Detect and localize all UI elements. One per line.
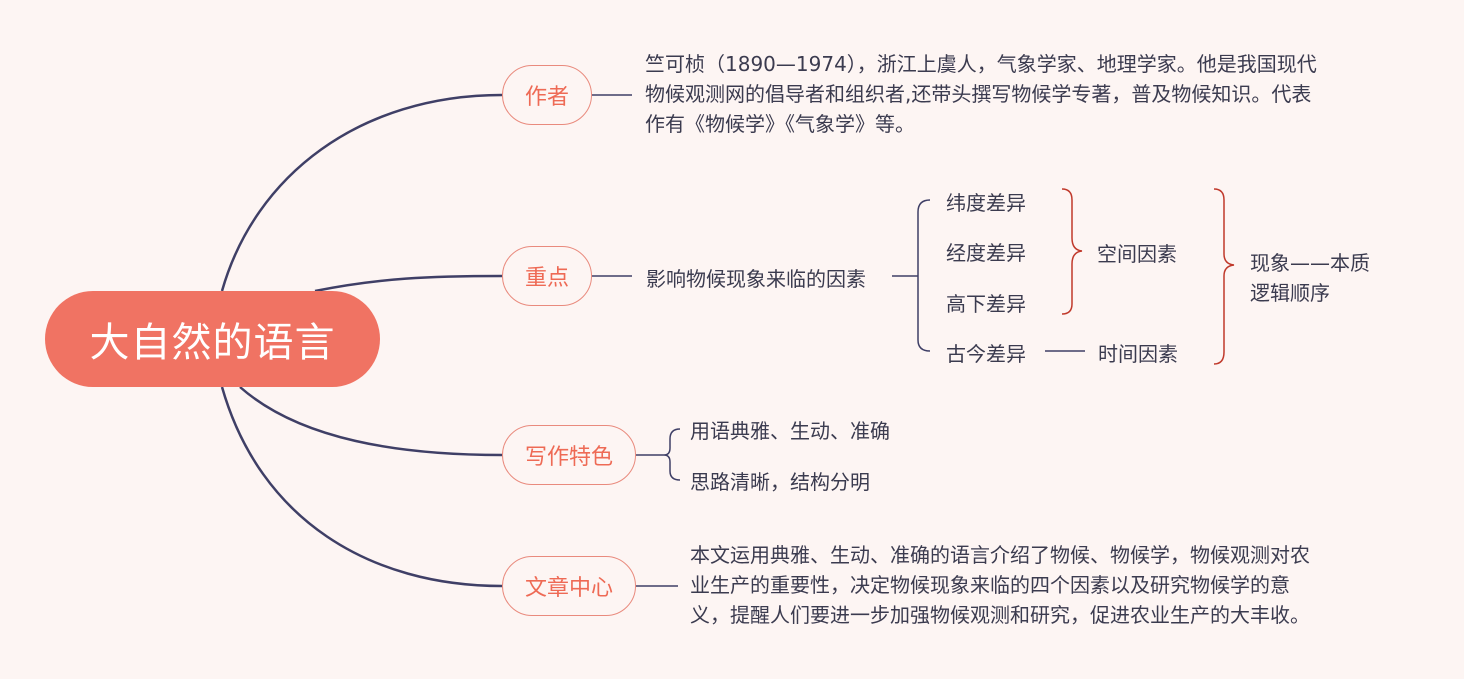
author-line-3: 作有《物候学》《气象学》等。 — [645, 112, 915, 136]
topic-writing-style[interactable]: 写作特色 — [502, 425, 636, 485]
logic-order-line-1: 现象——本质 — [1250, 251, 1370, 275]
style-item-2: 思路清晰，结构分明 — [690, 470, 870, 494]
logic-order: 现象——本质 逻辑顺序 — [1250, 248, 1370, 308]
logic-order-line-2: 逻辑顺序 — [1250, 281, 1330, 305]
central-idea-text: 本文运用典雅、生动、准确的语言介绍了物候、物候学，物候观测对农 业生产的重要性，… — [690, 540, 1310, 630]
central-idea-line-3: 义，提醒人们要进一步加强物候观测和研究，促进农业生产的大丰收。 — [690, 603, 1310, 627]
factor-longitude: 经度差异 — [946, 241, 1026, 265]
author-line-1: 竺可桢（1890—1974），浙江上虞人，气象学家、地理学家。他是我国现代 — [645, 52, 1317, 76]
root-topic[interactable]: 大自然的语言 — [45, 291, 380, 387]
central-idea-line-1: 本文运用典雅、生动、准确的语言介绍了物候、物候学，物候观测对农 — [690, 543, 1310, 567]
topic-central-idea[interactable]: 文章中心 — [502, 556, 636, 616]
central-idea-line-2: 业生产的重要性，决定物候现象来临的四个因素以及研究物候学的意 — [690, 573, 1290, 597]
time-factor-label: 时间因素 — [1098, 342, 1178, 366]
factor-latitude: 纬度差异 — [946, 191, 1026, 215]
factor-altitude: 高下差异 — [946, 292, 1026, 316]
style-item-1: 用语典雅、生动、准确 — [690, 419, 890, 443]
space-factor-label: 空间因素 — [1097, 242, 1177, 266]
factor-ancient-modern: 古今差异 — [946, 342, 1026, 366]
topic-author[interactable]: 作者 — [502, 65, 592, 125]
topic-focus[interactable]: 重点 — [502, 246, 592, 306]
focus-factor: 影响物候现象来临的因素 — [646, 267, 866, 291]
author-line-2: 物候观测网的倡导者和组织者,还带头撰写物候学专著，普及物候知识。代表 — [645, 82, 1312, 106]
author-description: 竺可桢（1890—1974），浙江上虞人，气象学家、地理学家。他是我国现代 物候… — [645, 49, 1317, 139]
